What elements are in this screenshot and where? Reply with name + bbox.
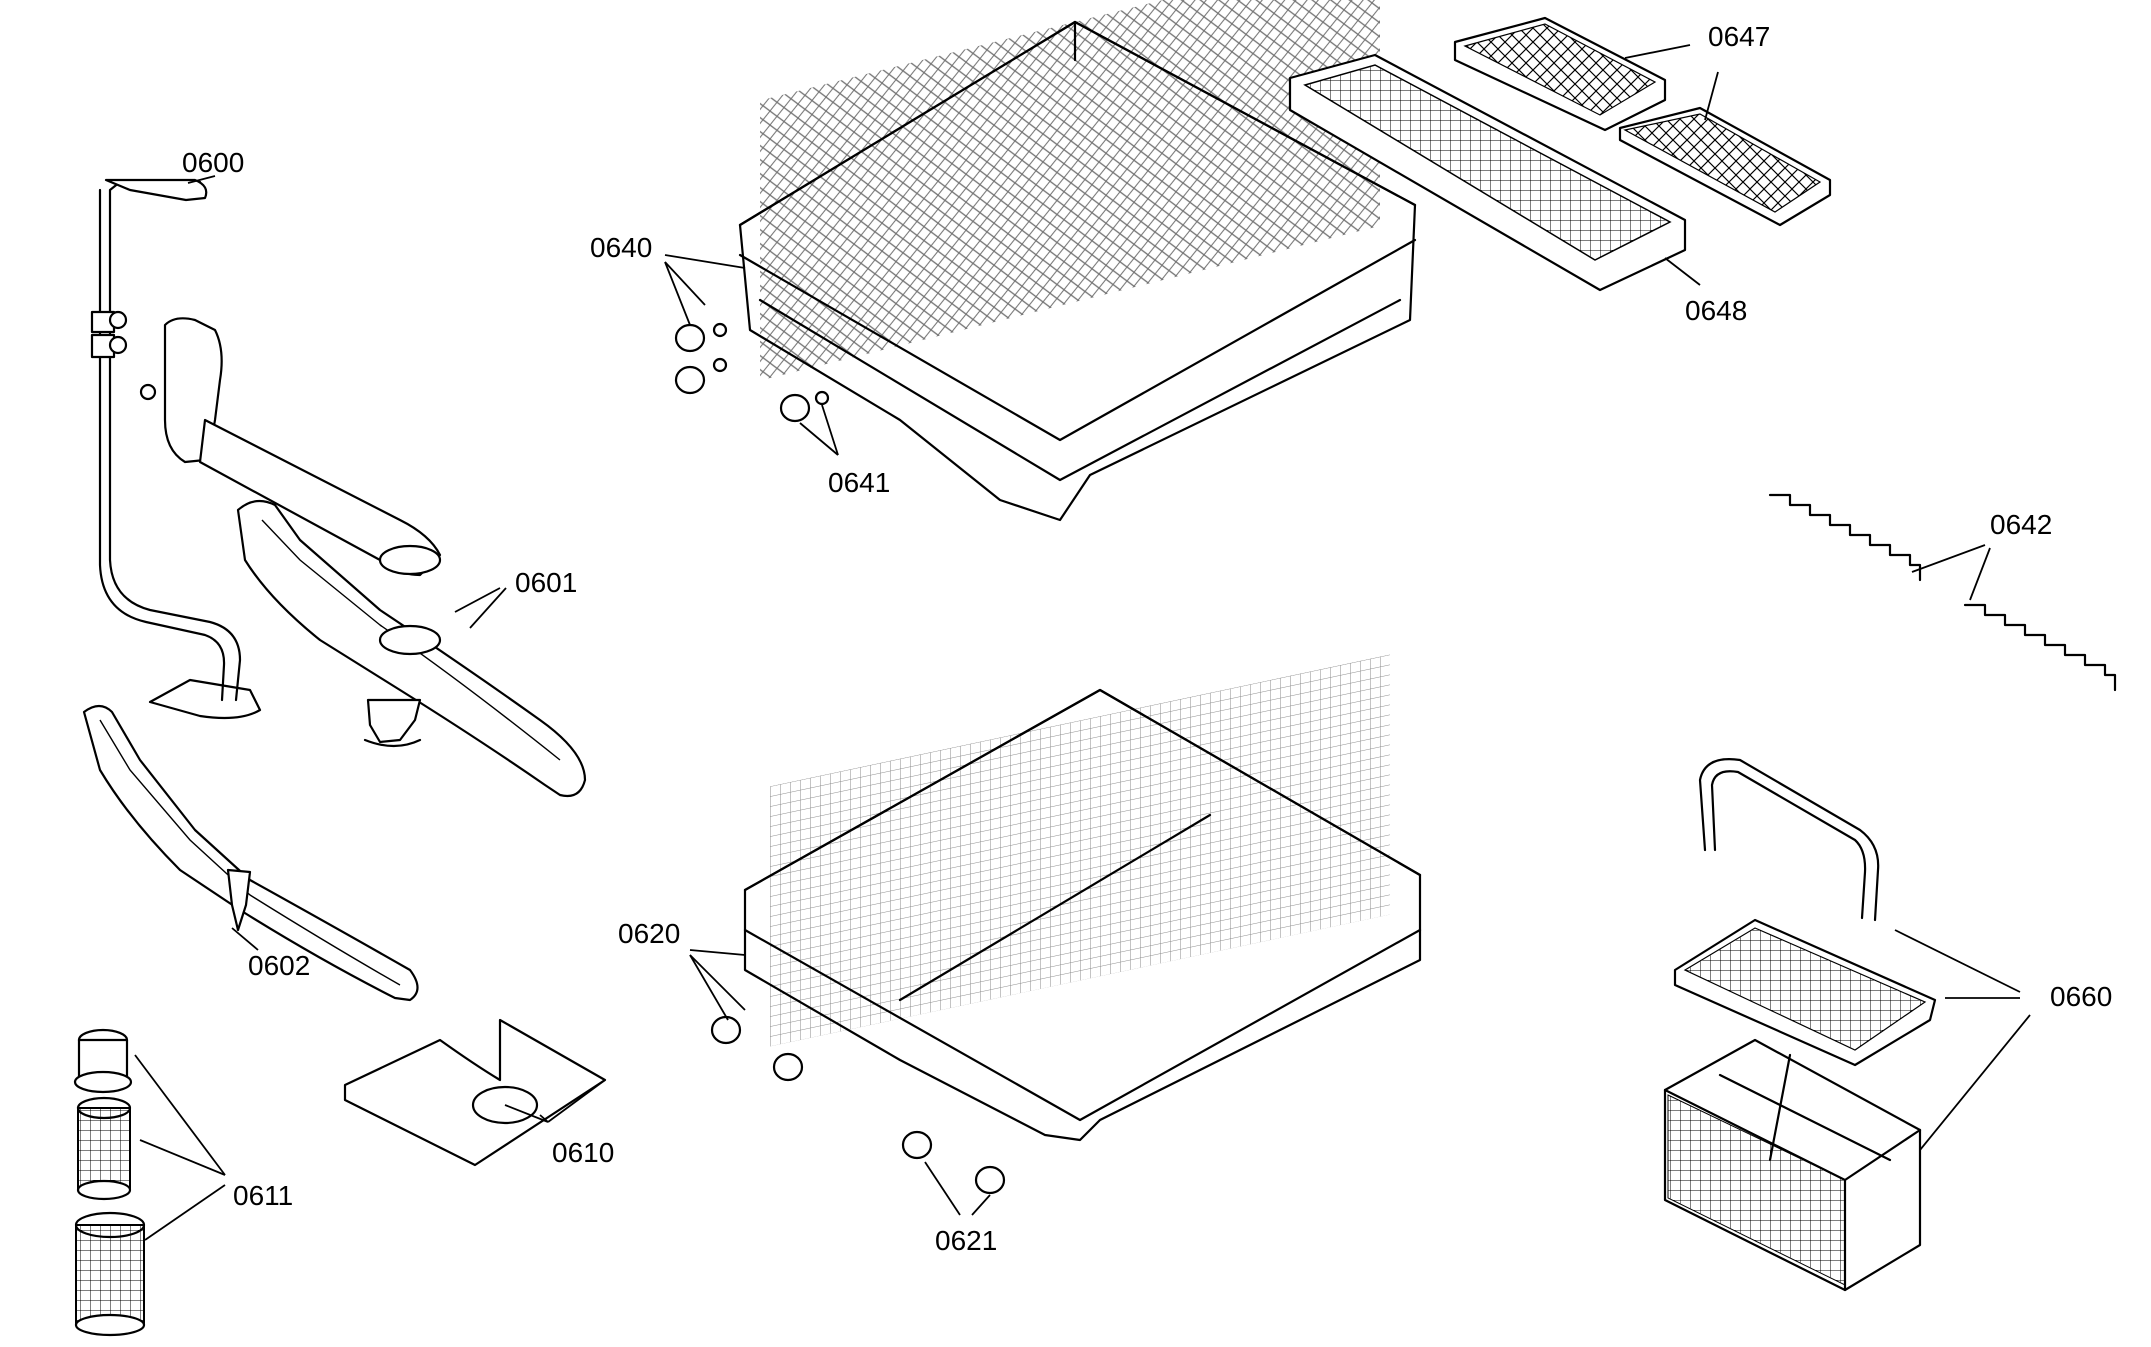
part-labels: 0600 0601 0602 0610 0611 0620 0621 0640 … xyxy=(182,21,2112,1256)
label-0621: 0621 xyxy=(935,1225,997,1256)
label-0641: 0641 xyxy=(828,467,890,498)
part-0648-cutlery-tray xyxy=(1288,53,1687,292)
label-0602: 0602 xyxy=(248,950,310,981)
part-upper-arm-feed xyxy=(139,317,442,577)
label-0648: 0648 xyxy=(1685,295,1747,326)
label-0647: 0647 xyxy=(1708,21,1770,52)
part-lower-basket xyxy=(710,654,1422,1195)
part-0602-lower-spray-arm xyxy=(82,704,419,1002)
leader-lines xyxy=(134,44,2031,1241)
label-0660: 0660 xyxy=(2050,981,2112,1012)
label-0601: 0601 xyxy=(515,567,577,598)
part-0660-cutlery-basket xyxy=(1663,758,1937,1292)
label-0611: 0611 xyxy=(233,1180,293,1211)
part-0601-upper-spray-arm xyxy=(236,499,587,798)
label-0640: 0640 xyxy=(590,232,652,263)
label-0610: 0610 xyxy=(552,1137,614,1168)
part-upper-basket xyxy=(674,0,1417,522)
part-0611-filters xyxy=(73,1028,146,1337)
label-0620: 0620 xyxy=(618,918,680,949)
part-0600-supply-pipe xyxy=(90,178,262,720)
label-0642: 0642 xyxy=(1990,509,2052,540)
part-0610-cover-plate xyxy=(343,1018,607,1167)
part-0642-strips xyxy=(1768,493,2117,692)
label-0600: 0600 xyxy=(182,147,244,178)
part-0647-racks xyxy=(1453,16,1832,227)
